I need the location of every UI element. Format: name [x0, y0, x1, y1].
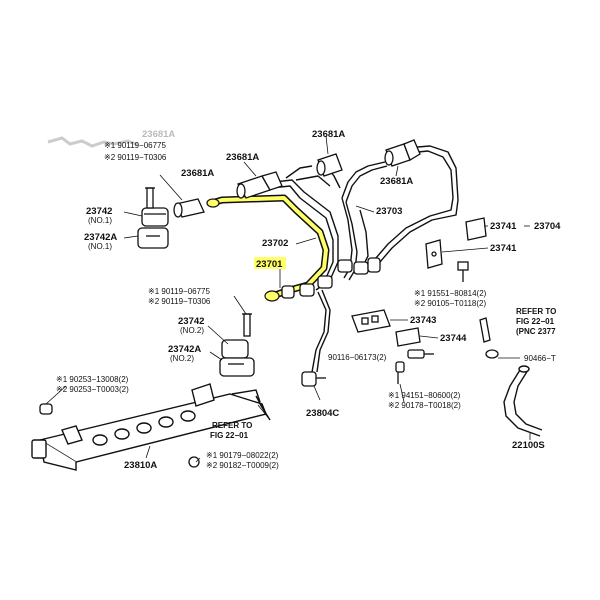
callout-23681A-right: 23681A [380, 176, 413, 187]
callout-no1-b: (NO.1) [88, 242, 112, 251]
screw-91551 [457, 261, 469, 282]
refer2-l2: FIG 22−01 [210, 431, 249, 440]
fuel-hose-22100S [503, 365, 543, 437]
nozzle-holders [173, 139, 421, 218]
hose-clamp-90466 [479, 317, 499, 359]
clamp-23742-no1 [137, 187, 169, 249]
refer2-l1: REFER TO [212, 421, 252, 430]
callout-23804C: 23804C [306, 408, 339, 419]
rail-ports [92, 410, 196, 446]
callout-23742A-no2: 23742A [168, 344, 201, 355]
pn-e2: ※2 90178−T0018(2) [388, 401, 461, 410]
nut-90179 [188, 456, 200, 468]
refer1-l2: FIG 22−01 [516, 317, 555, 326]
clamp-23742-no2 [219, 313, 255, 377]
labels: 23681A 23681A 23681A 23681A 23742 (NO.1)… [56, 129, 561, 471]
callout-23701: 23701 [256, 259, 283, 270]
clamp-23744 [395, 327, 421, 347]
callout-23701-highlight[interactable]: 23701 [254, 257, 286, 270]
bolt-94151 [395, 361, 405, 384]
pn-c2: ※2 90105−T0118(2) [414, 299, 486, 308]
callout-23810A: 23810A [124, 460, 157, 471]
callout-23743: 23743 [410, 315, 436, 326]
callout-23741-b: 23741 [490, 243, 517, 254]
callout-no2-a: (NO.2) [180, 326, 204, 335]
nozzle-23681A-left [173, 198, 205, 218]
callout-23681A-top: 23681A [312, 129, 345, 140]
refer1-l3: (PNC 2377 [516, 327, 556, 336]
faded-header-scribble [47, 136, 139, 148]
callout-22100S: 22100S [512, 440, 545, 451]
nozzle-23681A-mid-left [236, 171, 283, 199]
callout-23702: 23702 [262, 238, 288, 249]
callout-no1-a: (NO.1) [88, 216, 112, 225]
pn-a1: ※1 90119−06775 [104, 141, 166, 150]
pipe-nut-right [264, 290, 280, 302]
pn-a2: ※2 90119−T0306 [104, 153, 167, 162]
callout-23742A-no1: 23742A [84, 232, 117, 243]
callout-23741-a: 23741 [490, 221, 517, 232]
callout-23742-no1: 23742 [86, 206, 112, 217]
callout-23703: 23703 [376, 206, 402, 217]
pn-b1: ※1 90119−06775 [148, 287, 210, 296]
pn-b2: ※2 90119−T0306 [148, 297, 211, 306]
pn-c1: ※1 91551−80814(2) [414, 289, 487, 298]
pn-g2: ※2 90182−T0009(2) [206, 461, 279, 470]
callout-23742-no2: 23742 [178, 316, 204, 327]
pn-d1: 90116−06173(2) [328, 353, 387, 362]
faded-header-text: 23681A [142, 129, 175, 140]
callout-23704: 23704 [534, 221, 561, 232]
pn-h1: 90466−T [524, 354, 556, 363]
refer1-l1: REFER TO [516, 307, 556, 316]
nozzle-23681A-mid [316, 153, 343, 177]
pn-e1: ※1 94151−80600(2) [388, 391, 461, 400]
callout-23681A-top-mid: 23681A [226, 152, 259, 163]
clamp-23741 [425, 217, 487, 269]
pn-f1: ※1 90253−13008(2) [56, 375, 129, 384]
common-rail-23810A [31, 383, 271, 471]
pipe-nut-left [206, 198, 220, 208]
callout-23681A-top-left: 23681A [181, 168, 214, 179]
bolt-90116 [407, 349, 434, 359]
callout-23744: 23744 [440, 333, 467, 344]
nozzle-23681A-right [384, 139, 421, 167]
leader-lines [45, 135, 531, 463]
callout-no2-b: (NO.2) [170, 354, 194, 363]
plug-90253 [39, 403, 53, 415]
pn-g1: ※1 90179−08022(2) [206, 451, 279, 460]
sensor-23804C [301, 371, 326, 387]
clamp-23743 [351, 309, 391, 333]
pipe-junction-cluster [281, 257, 381, 299]
pn-f2: ※2 90253−T0003(2) [56, 385, 129, 394]
